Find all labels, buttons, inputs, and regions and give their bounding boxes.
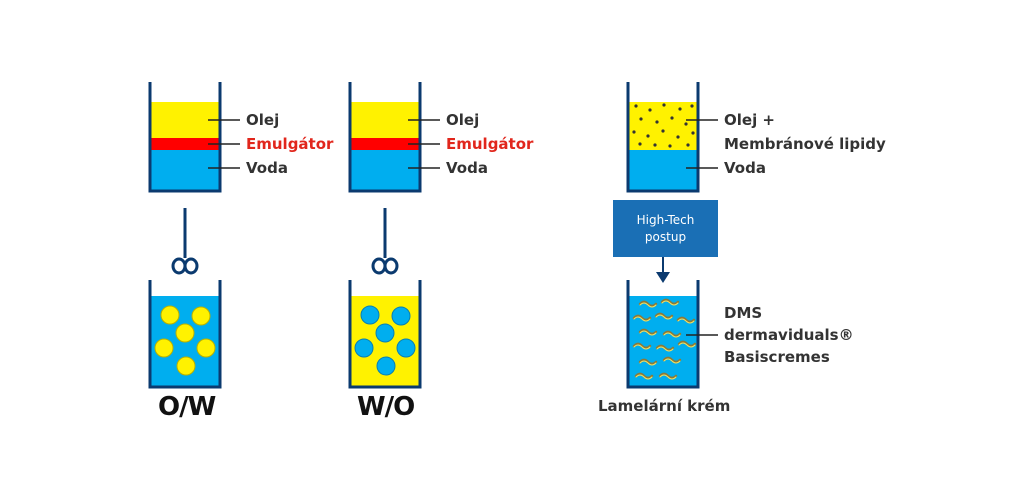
beaker-ow-emulsion: [148, 280, 222, 389]
process-box: High-Tech postup: [613, 200, 718, 257]
label-oil-plus: Olej +: [724, 111, 775, 129]
label-dermaviduals: dermaviduals®: [724, 326, 854, 344]
beaker-wo-layers: [348, 82, 440, 193]
caption-lamellar-cream: Lamelární krém: [598, 397, 731, 415]
label-oil: Olej: [446, 111, 480, 129]
caption-wo: W/O: [357, 392, 415, 422]
process-line-1: High-Tech: [636, 212, 695, 227]
label-basiscremes: Basiscremes: [724, 348, 830, 366]
label-oil: Olej: [246, 111, 280, 129]
arrow-down-icon: [656, 257, 670, 283]
stirrer-icon: [171, 208, 199, 275]
process-line-2: postup: [644, 229, 687, 244]
label-dms: DMS: [724, 304, 763, 322]
beaker-ow-layers: [148, 82, 240, 193]
beaker-lipids-layers: [626, 82, 718, 193]
label-water: Voda: [724, 159, 766, 177]
caption-ow: O/W: [158, 392, 216, 422]
beaker-lamellar-cream: [626, 280, 718, 389]
label-water: Voda: [246, 159, 288, 177]
stirrer-icon: [371, 208, 399, 275]
label-water: Voda: [446, 159, 488, 177]
beaker-wo-emulsion: [348, 280, 422, 389]
label-membrane-lipids: Membránové lipidy: [724, 135, 886, 153]
label-emulsifier: Emulgátor: [446, 135, 534, 153]
label-emulsifier: Emulgátor: [246, 135, 334, 153]
